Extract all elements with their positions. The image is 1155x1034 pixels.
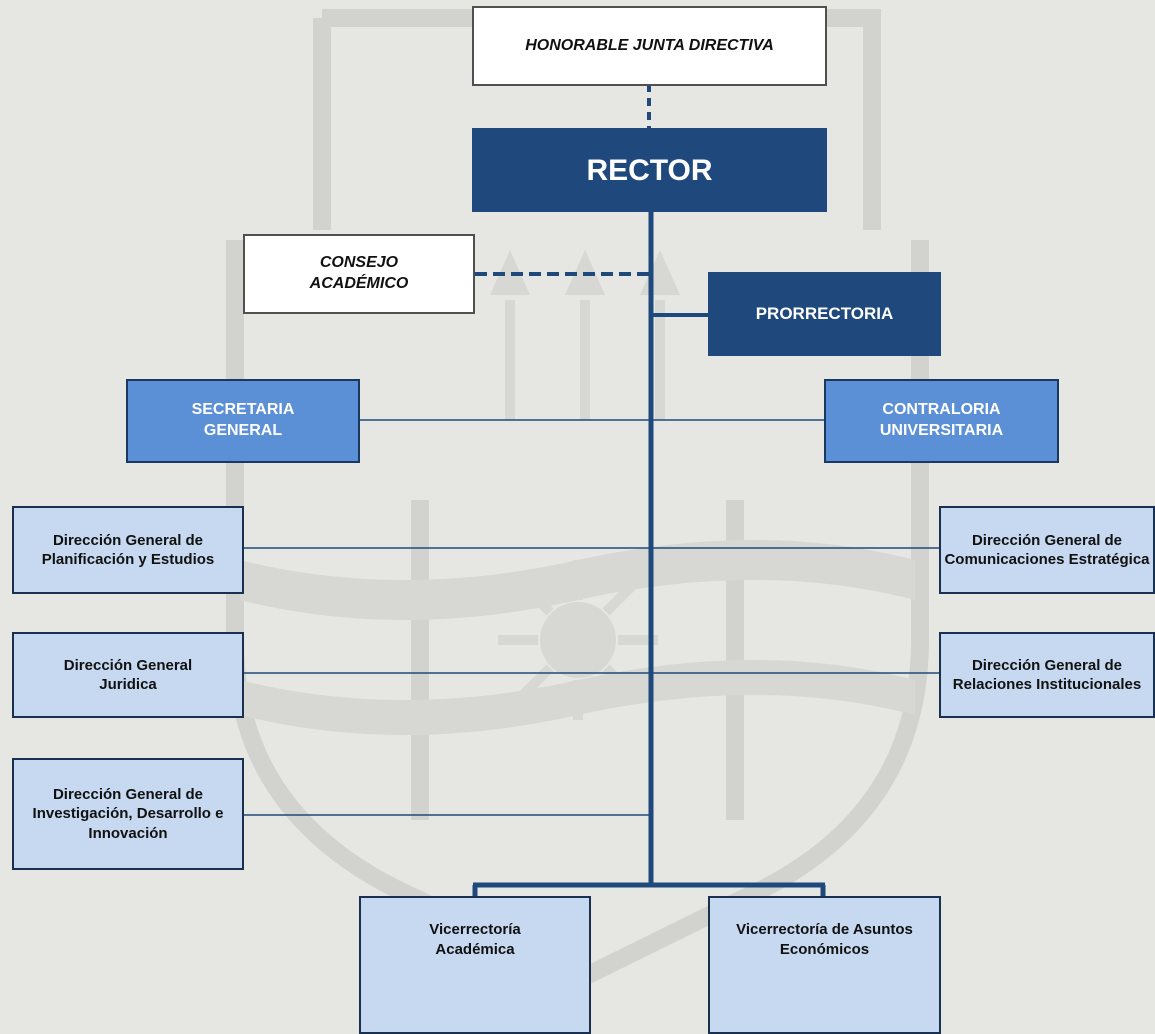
vice-academica-box: Vicerrectoría Académica [359,896,591,1034]
dg-juridica-label: Dirección General Juridica [63,656,193,694]
vice-economicos-box: Vicerrectoría de Asuntos Económicos [708,896,941,1034]
consejo-academico-box: CONSEJO ACADÉMICO [243,234,475,314]
vice-academica-label: Vicerrectoría Académica [429,921,521,958]
dg-comunicaciones-box: Dirección General de Comunicaciones Estr… [939,506,1155,594]
secretaria-general-label: SECRETARIA GENERAL [191,401,295,439]
dg-planificacion-box: Dirección General de Planificación y Est… [12,506,244,594]
secretaria-general-box: SECRETARIA GENERAL [126,379,360,463]
consejo-academico-label: CONSEJO ACADÉMICO [309,254,409,292]
prorrectoria-label: PRORRECTORIA [755,303,894,323]
dg-relaciones-label: Dirección General de Relaciones Instituc… [952,656,1142,694]
contraloria-box: CONTRALORIA UNIVERSITARIA [824,379,1059,463]
junta-directiva-label: HONORABLE JUNTA DIRECTIVA [525,36,774,54]
junta-directiva-box: HONORABLE JUNTA DIRECTIVA [472,6,827,86]
rector-label: RECTOR [586,153,713,187]
vice-economicos-label: Vicerrectoría de Asuntos Económicos [736,921,913,958]
dg-planificacion-label: Dirección General de Planificación y Est… [41,531,215,569]
contraloria-label: CONTRALORIA UNIVERSITARIA [879,401,1004,439]
dg-juridica-box: Dirección General Juridica [12,632,244,718]
rector-box: RECTOR [472,128,827,212]
dg-investigacion-box: Dirección General de Investigación, Desa… [12,758,244,870]
dg-relaciones-box: Dirección General de Relaciones Instituc… [939,632,1155,718]
dg-comunicaciones-label: Dirección General de Comunicaciones Estr… [944,531,1150,569]
dg-investigacion-label: Dirección General de Investigación, Desa… [32,785,224,842]
prorrectoria-box: PRORRECTORIA [708,272,941,356]
